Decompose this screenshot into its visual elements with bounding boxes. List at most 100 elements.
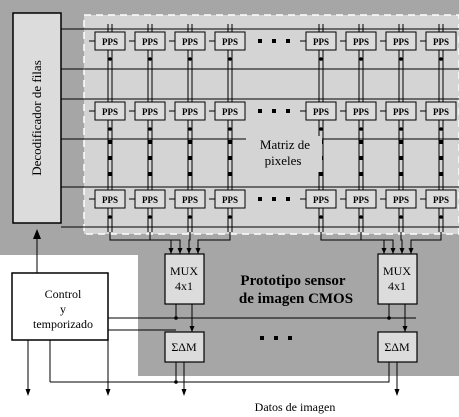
mux-input-arrow: [381, 248, 387, 254]
readout-wiring: [25, 232, 442, 396]
mux-input-wire: [188, 232, 191, 254]
column-ellipsis-dot: [286, 109, 290, 113]
pixel-label: PPS: [353, 107, 369, 117]
pixel-label: PPS: [433, 195, 449, 205]
mux-input-wire: [400, 232, 403, 254]
matrix-label-line1: Matriz de: [260, 137, 310, 152]
pixel-label: PPS: [393, 37, 409, 47]
row-decoder-label: Decodificador de filas: [29, 60, 44, 176]
pixel-junction: [439, 215, 443, 219]
control-junction: [387, 316, 391, 320]
mux-input-arrow: [177, 248, 183, 254]
column-ellipsis-dot: [258, 109, 262, 113]
pixel-block: [94, 101, 126, 121]
pixel-block: [134, 101, 166, 121]
row-ellipsis-dot: [439, 172, 443, 176]
row-ellipsis-dot: [188, 172, 192, 176]
pixel-block: [305, 31, 337, 51]
column-ellipsis-dot: [272, 39, 276, 43]
pixel-junction: [359, 127, 363, 131]
mux-input-wire: [149, 232, 181, 254]
row-ellipsis-dot: [228, 172, 232, 176]
mux-adc-arrow: [189, 326, 195, 332]
pixel-block: [174, 189, 206, 209]
mux-input-wire: [197, 232, 231, 254]
pixel-junction: [188, 215, 192, 219]
mux-input-wire: [360, 232, 394, 254]
pixel-label: PPS: [142, 195, 158, 205]
adc-output-arrow: [394, 389, 400, 396]
pixel-label: PPS: [393, 195, 409, 205]
column-ellipsis-dot: [258, 197, 262, 201]
adc-block-right: [377, 331, 418, 363]
pixel-label: PPS: [142, 37, 158, 47]
row-ellipsis-dot: [399, 172, 403, 176]
mux-label-left-1: MUX: [170, 264, 198, 278]
pixel-label: PPS: [313, 107, 329, 117]
control-junction: [174, 316, 178, 320]
row-ellipsis-dot: [228, 140, 232, 144]
row-ellipsis-dot: [399, 156, 403, 160]
pixel-label: PPS: [393, 107, 409, 117]
pixel-block: [385, 189, 417, 209]
pixel-junction: [439, 57, 443, 61]
pixel-block: [94, 189, 126, 209]
pixel-junction: [399, 215, 403, 219]
pixel-block: [385, 101, 417, 121]
pixel-block: [214, 31, 246, 51]
control-output-arrow: [25, 389, 31, 396]
mux-adc-arrow: [402, 326, 408, 332]
pixel-label: PPS: [313, 37, 329, 47]
mux-input-arrow: [390, 248, 396, 254]
row-ellipsis-dot: [359, 140, 363, 144]
row-ellipsis-dot: [148, 172, 152, 176]
row-ellipsis-dot: [148, 140, 152, 144]
prototype-label-line1: Prototipo sensor: [240, 273, 345, 289]
pixel-junction: [399, 57, 403, 61]
row-ellipsis-dot: [399, 140, 403, 144]
pixel-block: [214, 189, 246, 209]
pixel-junction: [399, 127, 403, 131]
pixel-junction: [319, 57, 323, 61]
pixel-block: [345, 31, 377, 51]
pixel-label: PPS: [222, 107, 238, 117]
mux-label-right-1: MUX: [383, 264, 411, 278]
mux-block-right: [377, 253, 418, 305]
pixel-label: PPS: [222, 37, 238, 47]
column-ellipsis-dot: [286, 197, 290, 201]
pixel-label: PPS: [182, 195, 198, 205]
decoder-control-arrowhead: [33, 229, 41, 239]
adc-block-left: [164, 331, 205, 363]
pixel-junction: [319, 127, 323, 131]
pixel-junction: [319, 215, 323, 219]
mux-block-left: [164, 253, 205, 305]
mux-input-arrow: [168, 248, 174, 254]
column-ellipsis-dot: [272, 109, 276, 113]
mux-input-wire: [109, 232, 172, 254]
pixel-label: PPS: [102, 37, 118, 47]
pixel-block: [425, 31, 457, 51]
row-ellipsis-dot: [188, 140, 192, 144]
pixel-junction: [359, 57, 363, 61]
pixel-block: [425, 189, 457, 209]
pixel-junction: [108, 127, 112, 131]
row-ellipsis-dot: [108, 172, 112, 176]
row-ellipsis-dot: [108, 156, 112, 160]
control-block: [11, 272, 109, 341]
prototype-label-line2: de imagen CMOS: [239, 291, 353, 307]
control-label-line3: temporizado: [33, 317, 93, 331]
pixel-junction: [148, 127, 152, 131]
pixel-junction: [188, 127, 192, 131]
adc-label-left: ΣΔM: [171, 340, 197, 354]
control-label-line1: Control: [45, 287, 82, 301]
matrix-label-line2: pixeles: [265, 153, 302, 168]
adc-output-arrow: [181, 389, 187, 396]
mux-input-arrow: [186, 248, 192, 254]
pixel-block: [385, 31, 417, 51]
pixel-junction: [148, 215, 152, 219]
mux-label-left-2: 4x1: [175, 279, 193, 293]
output-label: Datos de imagen: [255, 400, 336, 414]
